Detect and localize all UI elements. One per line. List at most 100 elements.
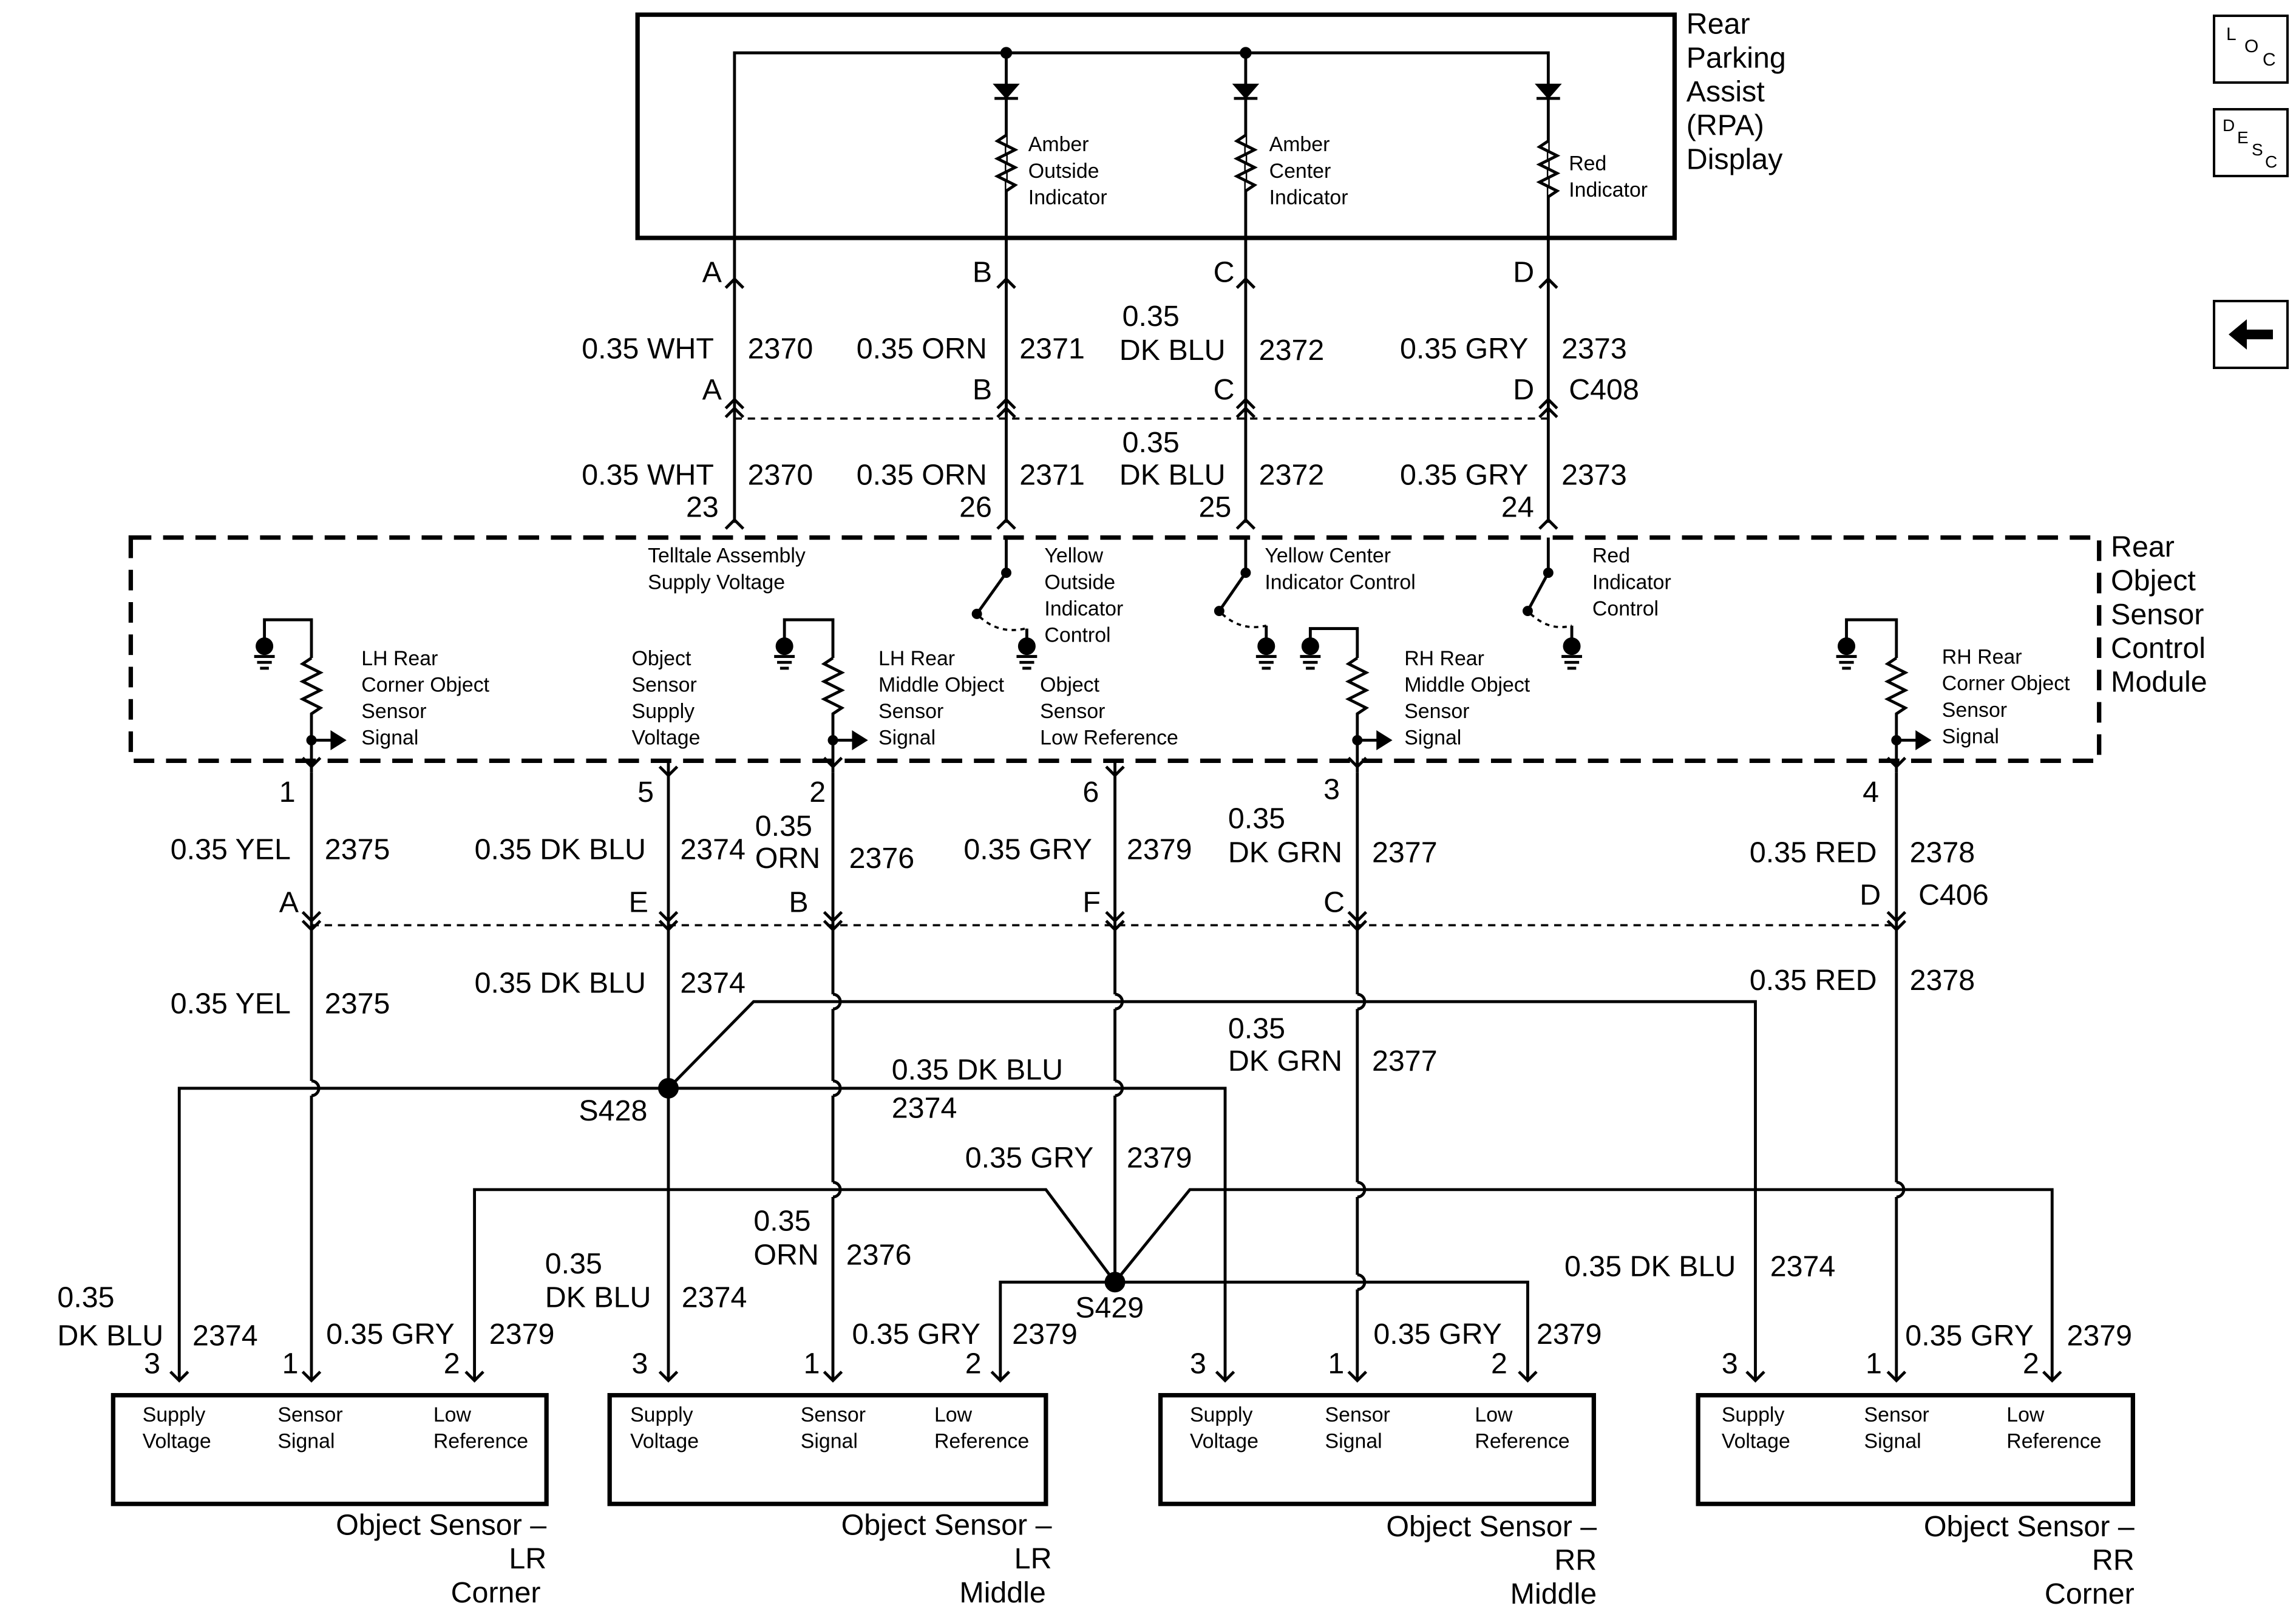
svg-text:2373: 2373 bbox=[1561, 458, 1627, 491]
svg-text:DK BLU: DK BLU bbox=[57, 1319, 163, 1352]
svg-text:Control: Control bbox=[2111, 632, 2206, 665]
svg-text:Supply: Supply bbox=[630, 1403, 693, 1426]
svg-text:2376: 2376 bbox=[846, 1238, 912, 1271]
svg-text:C406: C406 bbox=[1918, 878, 1989, 911]
svg-text:0.35: 0.35 bbox=[755, 810, 812, 842]
back-button[interactable] bbox=[2213, 300, 2289, 369]
indicator-labels: Amber Outside Indicator Amber Center Ind… bbox=[1028, 133, 1648, 209]
svg-text:D: D bbox=[1513, 256, 1534, 289]
svg-text:0.35 DK BLU: 0.35 DK BLU bbox=[475, 833, 646, 866]
svg-text:Signal: Signal bbox=[801, 1430, 858, 1453]
svg-text:0.35 RED: 0.35 RED bbox=[1750, 836, 1877, 869]
svg-text:Sensor: Sensor bbox=[632, 674, 697, 697]
back-arrow-icon bbox=[2229, 319, 2273, 350]
loc-button[interactable]: L O C bbox=[2213, 15, 2289, 84]
ground-icon bbox=[254, 618, 313, 670]
svg-text:Corner: Corner bbox=[451, 1576, 541, 1609]
svg-text:26: 26 bbox=[959, 491, 992, 524]
svg-text:Indicator: Indicator bbox=[1592, 571, 1671, 594]
module-internal-labels: Telltale Assembly Supply Voltage Yellow … bbox=[361, 544, 2070, 750]
svg-text:Signal: Signal bbox=[1404, 727, 1461, 750]
svg-text:0.35 ORN: 0.35 ORN bbox=[857, 332, 987, 365]
svg-text:Supply: Supply bbox=[1190, 1403, 1253, 1426]
svg-text:24: 24 bbox=[1501, 491, 1534, 524]
svg-text:LH Rear: LH Rear bbox=[878, 647, 955, 670]
svg-text:2: 2 bbox=[2023, 1347, 2039, 1380]
svg-text:Low: Low bbox=[1475, 1403, 1513, 1426]
svg-text:Low: Low bbox=[433, 1403, 472, 1426]
svg-text:2: 2 bbox=[444, 1347, 460, 1380]
svg-text:F: F bbox=[1082, 886, 1101, 919]
ground-icon bbox=[1300, 627, 1359, 670]
svg-text:Module: Module bbox=[2111, 666, 2207, 699]
svg-text:C: C bbox=[1214, 256, 1235, 289]
svg-text:DK GRN: DK GRN bbox=[1228, 1045, 1342, 1077]
svg-text:Voltage: Voltage bbox=[143, 1430, 211, 1453]
sensor-titles: Object Sensor – LR Corner Object Sensor … bbox=[336, 1509, 2135, 1611]
svg-text:Sensor: Sensor bbox=[2111, 598, 2204, 631]
svg-text:Indicator: Indicator bbox=[1028, 186, 1107, 209]
svg-text:Signal: Signal bbox=[277, 1430, 335, 1453]
svg-text:2379: 2379 bbox=[1127, 833, 1192, 866]
svg-text:Signal: Signal bbox=[1325, 1430, 1382, 1453]
svg-text:A: A bbox=[702, 256, 722, 289]
desc-button[interactable]: D E S C bbox=[2213, 108, 2289, 177]
svg-text:Assist: Assist bbox=[1686, 75, 1765, 108]
module-switches bbox=[971, 537, 1574, 646]
svg-text:2371: 2371 bbox=[1019, 458, 1085, 491]
svg-text:2374: 2374 bbox=[892, 1091, 957, 1124]
svg-text:0.35: 0.35 bbox=[1123, 300, 1180, 333]
svg-text:S429: S429 bbox=[1075, 1291, 1144, 1324]
svg-text:Sensor: Sensor bbox=[277, 1403, 342, 1426]
svg-text:0.35 DK BLU: 0.35 DK BLU bbox=[892, 1053, 1063, 1086]
svg-text:Reference: Reference bbox=[433, 1430, 528, 1453]
svg-text:A: A bbox=[279, 886, 299, 919]
svg-text:2370: 2370 bbox=[748, 332, 813, 365]
desc-icon-c: C bbox=[2265, 152, 2277, 171]
svg-text:2372: 2372 bbox=[1259, 334, 1325, 367]
svg-text:Object Sensor –: Object Sensor – bbox=[1386, 1510, 1597, 1543]
display-internal-bus bbox=[733, 51, 1550, 279]
svg-text:0.35 GRY: 0.35 GRY bbox=[852, 1318, 980, 1351]
svg-text:ORN: ORN bbox=[755, 842, 820, 875]
svg-text:Object: Object bbox=[1040, 674, 1099, 697]
svg-text:0.35 ORN: 0.35 ORN bbox=[857, 458, 987, 491]
svg-text:RR: RR bbox=[1554, 1544, 1597, 1577]
svg-text:Sensor: Sensor bbox=[361, 700, 426, 723]
svg-text:Object Sensor –: Object Sensor – bbox=[1924, 1510, 2135, 1543]
svg-text:B: B bbox=[789, 886, 808, 919]
svg-text:Amber: Amber bbox=[1269, 133, 1330, 156]
svg-text:Sensor: Sensor bbox=[878, 700, 943, 723]
svg-text:2379: 2379 bbox=[489, 1318, 555, 1351]
rpa-display-label: Rear Parking Assist (RPA) Display bbox=[1686, 8, 1786, 176]
svg-text:2375: 2375 bbox=[325, 988, 390, 1020]
svg-text:DK BLU: DK BLU bbox=[545, 1281, 651, 1314]
svg-text:Object Sensor –: Object Sensor – bbox=[336, 1509, 546, 1542]
svg-text:3: 3 bbox=[144, 1347, 160, 1380]
svg-text:1: 1 bbox=[282, 1347, 299, 1380]
svg-text:25: 25 bbox=[1198, 491, 1231, 524]
svg-text:0.35 RED: 0.35 RED bbox=[1750, 964, 1877, 997]
ground-icon bbox=[1016, 637, 1038, 670]
svg-text:0.35 GRY: 0.35 GRY bbox=[326, 1318, 455, 1351]
svg-text:Corner Object: Corner Object bbox=[361, 674, 489, 697]
svg-text:LH Rear: LH Rear bbox=[361, 647, 438, 670]
sensor-rr-middle bbox=[1158, 1393, 1596, 1507]
svg-text:2379: 2379 bbox=[1537, 1318, 1602, 1351]
svg-text:6: 6 bbox=[1082, 776, 1099, 808]
svg-text:0.35: 0.35 bbox=[57, 1281, 114, 1314]
lower-wires bbox=[169, 756, 2062, 1383]
svg-text:Voltage: Voltage bbox=[632, 727, 701, 750]
svg-text:Outside: Outside bbox=[1044, 571, 1115, 594]
svg-text:Sensor: Sensor bbox=[801, 1403, 866, 1426]
svg-text:Voltage: Voltage bbox=[630, 1430, 699, 1453]
sensor-signal-resistors bbox=[299, 656, 1932, 773]
sensor-rr-corner bbox=[1696, 1393, 2135, 1507]
svg-text:Indicator: Indicator bbox=[1569, 178, 1648, 202]
svg-text:3: 3 bbox=[1323, 773, 1340, 805]
module-label: Rear Object Sensor Control Module bbox=[2111, 531, 2207, 699]
ground-icons bbox=[254, 618, 1898, 670]
svg-text:Sensor: Sensor bbox=[1040, 700, 1105, 723]
svg-text:2378: 2378 bbox=[1910, 836, 1975, 869]
